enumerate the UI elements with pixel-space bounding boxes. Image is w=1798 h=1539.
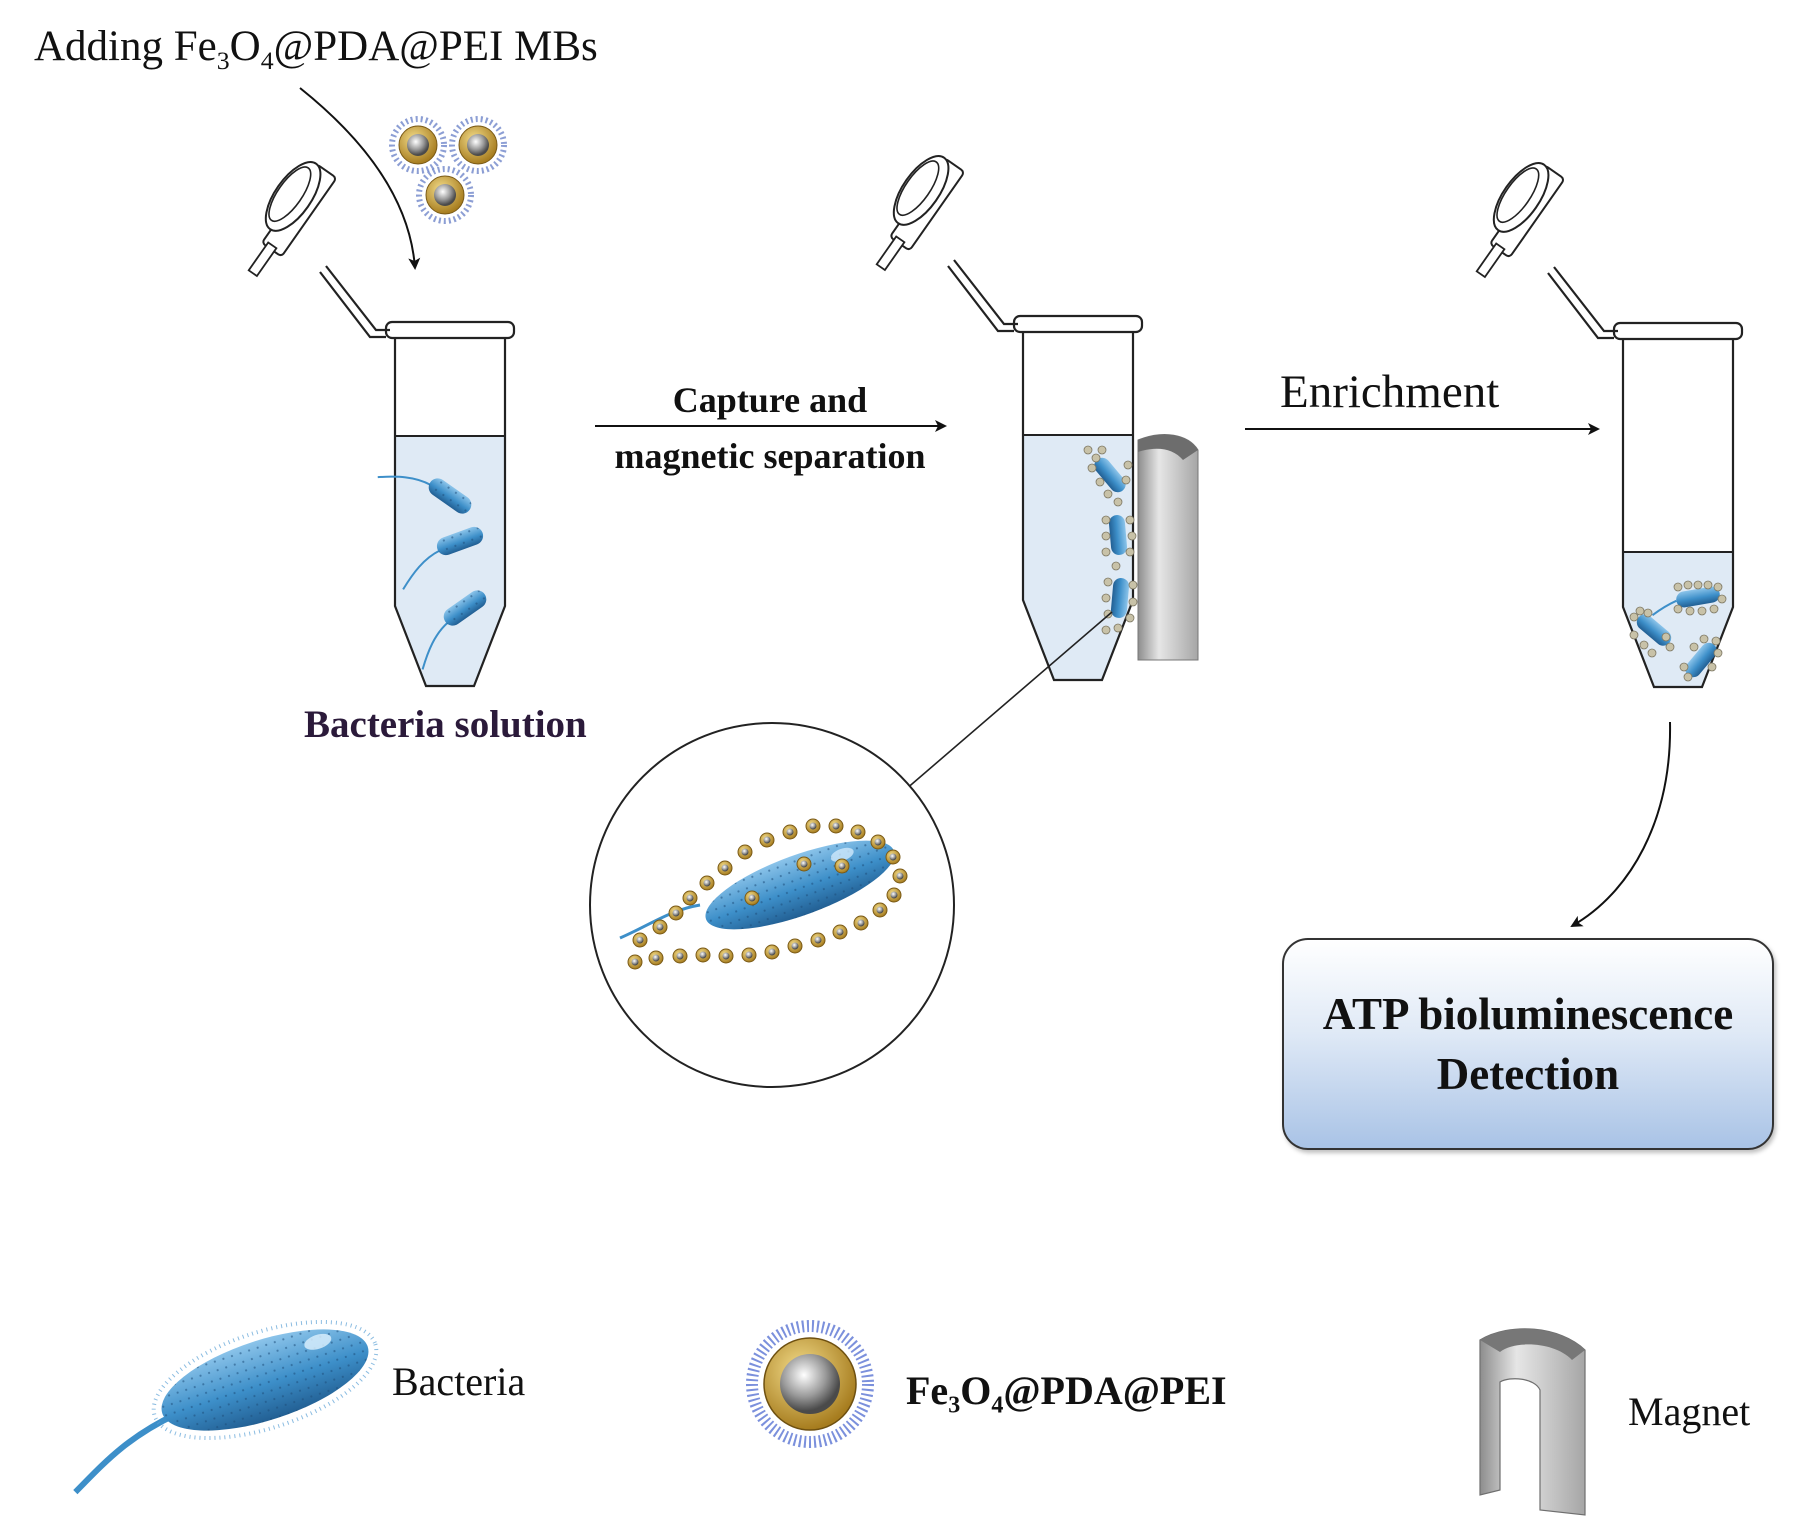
capture-line-1: Capture and [672, 380, 868, 420]
legend-magnet-label: Magnet [1628, 1389, 1751, 1434]
legend-bacteria-label: Bacteria [392, 1359, 526, 1404]
magnet-icon [1479, 1328, 1586, 1516]
magnet-icon [1137, 434, 1199, 661]
atp-detection-box: ATP bioluminescence Detection [1282, 938, 1774, 1150]
legend-mb-label: Fe3O4@PDA@PEI [906, 1368, 1227, 1419]
falling-beads [389, 116, 507, 224]
add-arrow [299, 87, 421, 270]
atp-line-2: Detection [1436, 1049, 1620, 1099]
bacteria-icon [73, 1319, 379, 1495]
magnetic-bead-icon [746, 1320, 874, 1448]
zoom-line [904, 611, 1113, 791]
enrichment-label: Enrichment [1280, 366, 1500, 418]
detection-arrow [1570, 721, 1672, 927]
tube-bacteria-solution [227, 152, 516, 688]
capture-label: Capture and magnetic separation [590, 372, 950, 484]
bacteria-solution-label: Bacteria solution [304, 703, 587, 746]
tube-enriched [1455, 153, 1744, 689]
zoom-circle [589, 722, 955, 1088]
tube-magnetic-separation [855, 146, 1199, 682]
atp-line-1: ATP bioluminescence [1322, 989, 1734, 1039]
title-label: Adding Fe3O4@PDA@PEI MBs [34, 23, 598, 76]
capture-line-2: magnetic separation [614, 436, 926, 476]
